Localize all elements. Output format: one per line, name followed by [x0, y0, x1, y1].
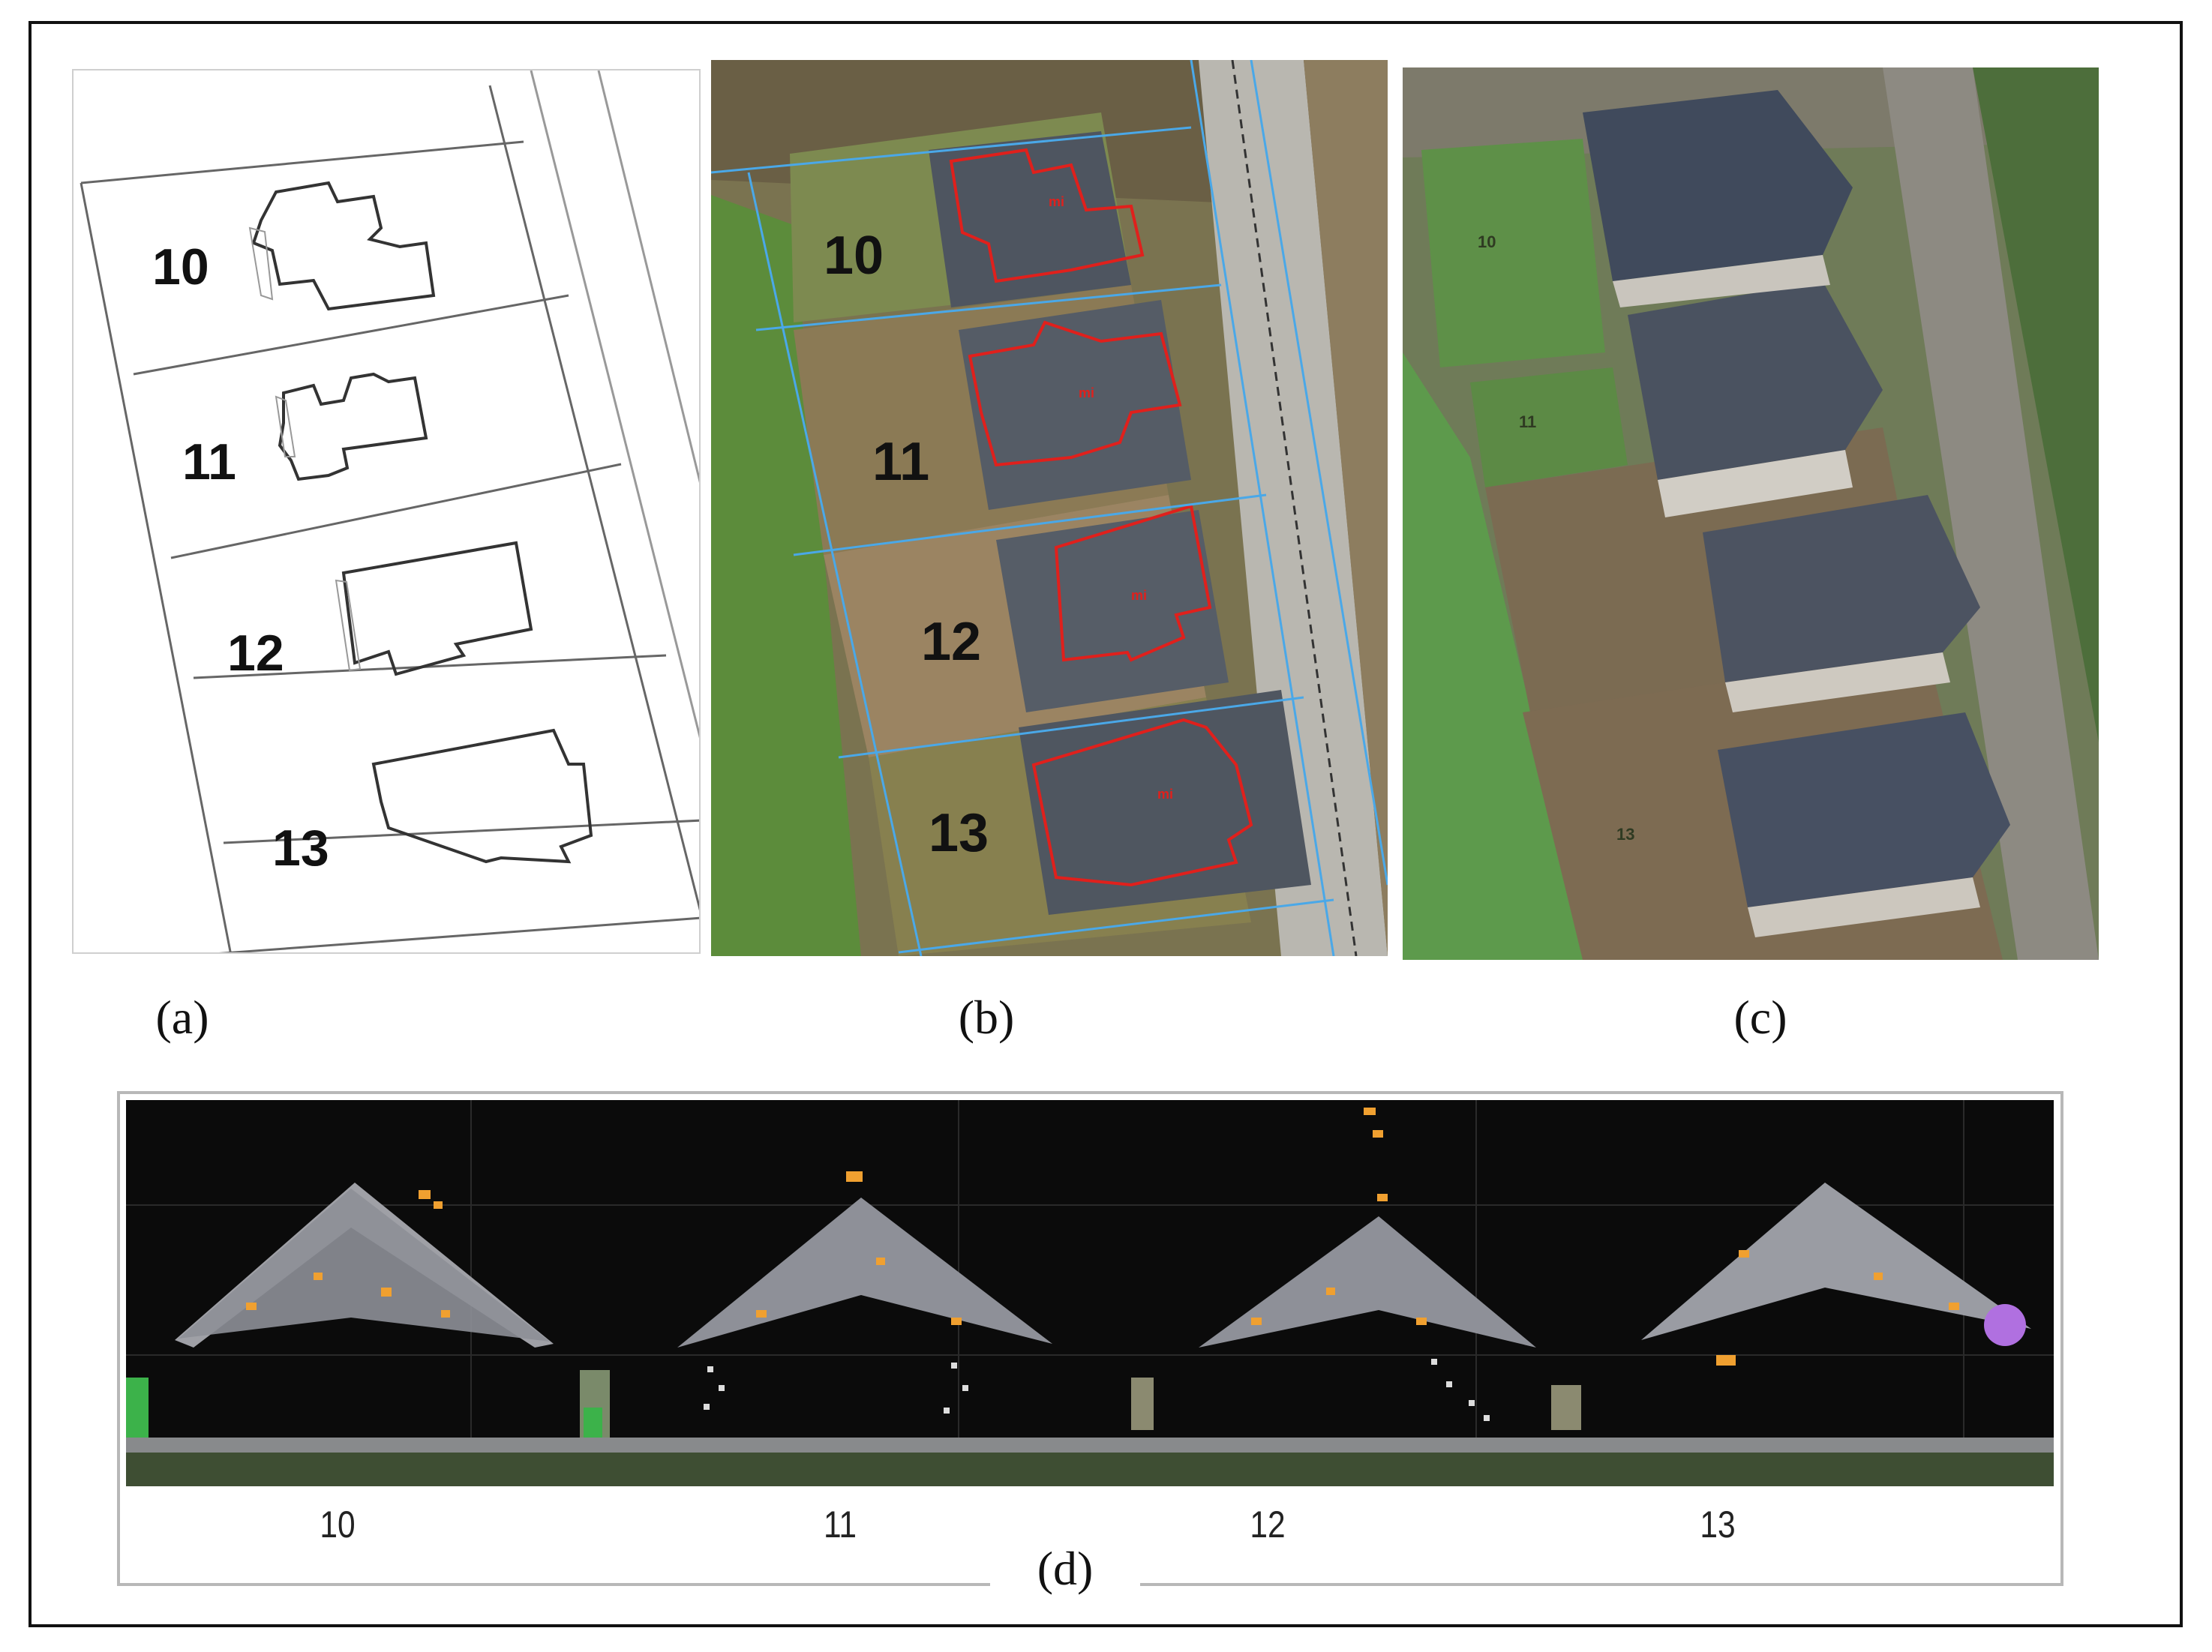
panel-d-lot-11-label: 11: [823, 1504, 857, 1546]
panel-b-lot-13-label: 13: [929, 803, 989, 863]
panel-d-lot-13-label: 13: [1700, 1504, 1736, 1546]
panel-d-lot-12-label: 12: [1250, 1504, 1286, 1546]
panel-b-lot-12-label: 12: [921, 612, 981, 672]
panel-a-cadastral-map: 10 11 12 13: [72, 69, 701, 954]
panel-c-lot-11-label: 11: [1519, 412, 1536, 431]
figure-frame: [29, 21, 2183, 1627]
panel-b-roof-marker-13: mi: [1157, 787, 1173, 802]
caption-c: (c): [1733, 991, 1787, 1044]
panel-d-frame: 10 11 12 13: [117, 1091, 2063, 1586]
panel-c-lot-10-label: 10: [1478, 232, 1496, 251]
panel-b-roof-marker-10: mi: [1049, 194, 1064, 209]
caption-a: (a): [155, 991, 209, 1044]
panel-c-lot-13-label: 13: [1616, 825, 1634, 844]
panel-d-point-cloud-profile: [126, 1100, 2054, 1486]
panel-b-roof-marker-12: mi: [1131, 588, 1147, 603]
panel-a-lot-11-label: 11: [182, 433, 236, 490]
panel-b-lot-11-label: 11: [872, 432, 929, 492]
panel-b-lot-10-label: 10: [824, 226, 884, 286]
panel-a-lot-12-label: 12: [227, 625, 284, 682]
panel-d-lot-10-label: 10: [320, 1504, 356, 1546]
caption-d: (d): [990, 1541, 1140, 1597]
panel-a-lot-13-label: 13: [272, 820, 329, 877]
panel-c-aerial-photo: 10 11 13: [1403, 67, 2099, 960]
caption-b: (b): [958, 991, 1015, 1044]
panel-b-roof-marker-11: mi: [1079, 385, 1094, 400]
panel-b-orthophoto-overlay: 10 11 12 13 mi mi mi mi: [711, 60, 1388, 956]
panel-a-lot-10-label: 10: [152, 238, 209, 295]
